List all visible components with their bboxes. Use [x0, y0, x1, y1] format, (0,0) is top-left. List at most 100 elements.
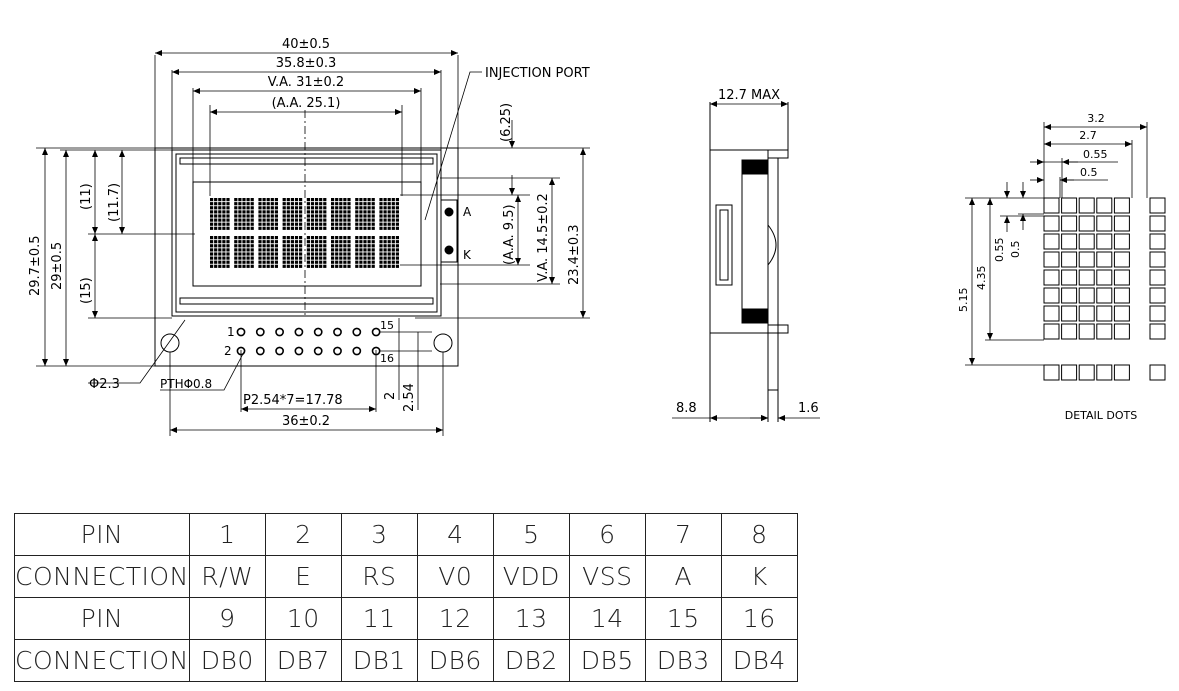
row-header: PIN — [14, 513, 190, 556]
table-cell: 5 — [492, 513, 570, 556]
mount-hole-right — [433, 333, 453, 353]
pixel-dot — [1149, 305, 1166, 322]
pixel-dot — [1043, 215, 1060, 232]
character-block — [282, 198, 303, 230]
dim-dot-width-055: 0.55 — [1083, 148, 1108, 161]
pixel-dot — [1113, 323, 1130, 340]
dim-hole-diameter: Φ2.3 — [89, 377, 120, 392]
pixel-dot — [1113, 251, 1130, 268]
led-tab — [440, 199, 458, 263]
dim-height-pcb: 29±0.5 — [50, 242, 65, 290]
row-header: PIN — [14, 597, 190, 640]
pixel-dot — [1096, 197, 1113, 214]
pixel-dot — [1061, 269, 1078, 286]
side-pcb — [767, 157, 779, 391]
character-block — [282, 236, 303, 268]
table-cell: VDD — [492, 555, 570, 598]
table-cell: 6 — [568, 513, 646, 556]
dim-dot-height-055: 0.55 — [993, 238, 1006, 263]
character-grid — [210, 198, 399, 268]
pixel-dot — [1096, 215, 1113, 232]
table-cell: 4 — [416, 513, 494, 556]
dim-active-area: (A.A. 25.1) — [272, 96, 341, 111]
side-view — [672, 101, 820, 422]
bezel-outline — [171, 149, 442, 317]
table-cell: E — [264, 555, 342, 598]
character-block — [331, 236, 351, 268]
side-module-body — [709, 149, 769, 334]
dim-va-height: V.A. 14.5±0.2 — [536, 193, 551, 282]
table-row: PIN 9 10 11 12 13 14 15 16 — [14, 597, 798, 640]
pixel-dot — [1061, 364, 1078, 381]
pixel-dot — [1149, 233, 1166, 250]
pcb-outline — [154, 147, 459, 367]
table-cell: K — [720, 555, 798, 598]
dim-dot-height-435: 4.35 — [975, 266, 988, 291]
dim-height-15: (15) — [79, 277, 94, 304]
row-header: CONNECTION — [14, 555, 190, 598]
table-cell: VSS — [568, 555, 646, 598]
dim-viewing-area: V.A. 31±0.2 — [268, 75, 344, 90]
pin-hole — [333, 327, 342, 337]
viewing-area — [192, 181, 422, 287]
pin-2-label: 2 — [224, 344, 232, 358]
pixel-dot — [1149, 287, 1166, 304]
pin-hole — [255, 327, 265, 337]
character-block — [234, 236, 254, 268]
table-cell: 9 — [188, 597, 266, 640]
pixel-dot — [1149, 215, 1166, 232]
detail-dots-grid — [1043, 197, 1166, 381]
pixel-dot — [1096, 364, 1113, 381]
mechanical-drawing: 40±0.5 35.8±0.3 V.A. 31±0.2 (A.A. 25.1) … — [28, 37, 1166, 436]
pixel-dot — [1113, 364, 1130, 381]
pin-1-label: 1 — [227, 325, 235, 339]
pixel-dot — [1113, 233, 1130, 250]
table-cell: DB7 — [264, 639, 342, 682]
table-row: PIN 1 2 3 4 5 6 7 8 — [14, 513, 798, 556]
pixel-dot — [1061, 233, 1078, 250]
dim-top-offset: (6.25) — [499, 103, 514, 142]
pixel-dot — [1096, 233, 1113, 250]
led-cathode-label: K — [463, 248, 472, 262]
row-header: CONNECTION — [14, 639, 190, 682]
pixel-dot — [1149, 323, 1166, 340]
front-view — [154, 110, 459, 367]
table-cell: 10 — [264, 597, 342, 640]
pixel-dot — [1113, 197, 1130, 214]
table-cell: 14 — [568, 597, 646, 640]
table-cell: A — [644, 555, 722, 598]
pixel-dot — [1078, 323, 1095, 340]
table-cell: 7 — [644, 513, 722, 556]
dim-bezel-height: 23.4±0.3 — [567, 224, 582, 285]
pin-hole — [294, 346, 304, 356]
pixel-dot — [1043, 233, 1060, 250]
character-block — [355, 198, 375, 230]
character-block — [306, 236, 327, 268]
character-block — [379, 236, 399, 268]
pixel-dot — [1078, 251, 1095, 268]
character-block — [306, 198, 327, 230]
table-cell: R/W — [188, 555, 266, 598]
table-cell: DB1 — [340, 639, 418, 682]
character-block — [331, 198, 351, 230]
dim-dot-height-515: 5.15 — [957, 288, 970, 313]
dim-dot-width-05: 0.5 — [1080, 166, 1098, 179]
pixel-dot — [1096, 305, 1113, 322]
character-block — [258, 198, 278, 230]
led-anode-label: A — [463, 205, 472, 219]
detail-dots-caption: DETAIL DOTS — [1065, 409, 1138, 422]
pixel-dot — [1043, 251, 1060, 268]
pixel-dot — [1043, 197, 1060, 214]
pixel-dot — [1043, 269, 1060, 286]
table-cell: 3 — [340, 513, 418, 556]
table-cell: 13 — [492, 597, 570, 640]
table-cell: DB5 — [568, 639, 646, 682]
table-cell: DB0 — [188, 639, 266, 682]
pixel-dot — [1096, 251, 1113, 268]
pixel-dot — [1113, 287, 1130, 304]
pin-hole — [275, 327, 284, 337]
character-block — [258, 236, 278, 268]
table-cell: 2 — [264, 513, 342, 556]
dim-pcb-thickness: 1.6 — [798, 401, 819, 416]
table-cell: RS — [340, 555, 418, 598]
